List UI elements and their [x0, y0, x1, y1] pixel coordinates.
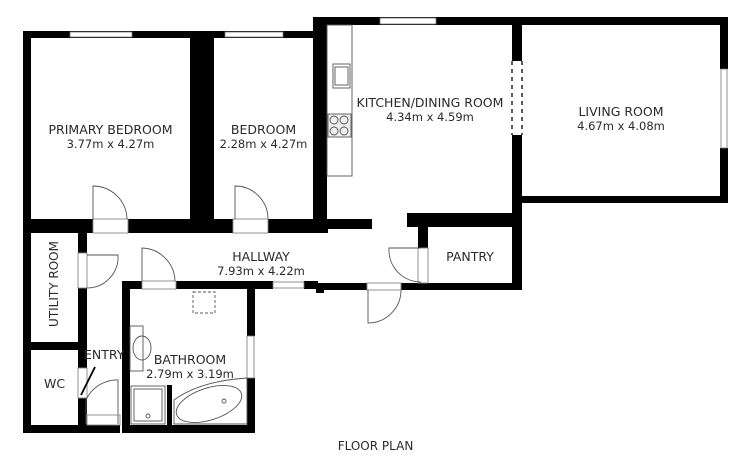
room-wc: WC	[31, 376, 78, 391]
windows	[69, 17, 728, 379]
room-name: LIVING ROOM	[578, 104, 664, 119]
walls	[23, 17, 728, 433]
room-living-room: LIVING ROOM 4.67m x 4.08m	[522, 104, 720, 134]
room-name: PANTRY	[446, 249, 494, 264]
room-dimensions: 4.67m x 4.08m	[577, 119, 665, 133]
room-dimensions: 4.34m x 4.59m	[386, 110, 474, 124]
room-dimensions: 3.77m x 4.27m	[66, 137, 155, 151]
room-dimensions: 7.93m x 4.22m	[217, 264, 305, 278]
room-name: BATHROOM	[153, 352, 227, 367]
room-name: WC	[43, 376, 66, 391]
room-name: BEDROOM	[230, 122, 297, 137]
room-bathroom: BATHROOM 2.79m x 3.19m	[140, 352, 240, 382]
room-dimensions: 2.79m x 3.19m	[146, 367, 234, 381]
room-bedroom: BEDROOM 2.28m x 4.27m	[214, 122, 313, 152]
plan-title: FLOOR PLAN	[337, 439, 414, 453]
room-pantry: PANTRY	[428, 249, 512, 264]
kitchen-fixtures	[326, 24, 353, 177]
room-name: PRIMARY BEDROOM	[48, 122, 173, 137]
room-entry: ENTRY	[84, 347, 124, 362]
room-kitchen-dining: KITCHEN/DINING ROOM 4.34m x 4.59m	[350, 95, 510, 125]
doors	[77, 185, 429, 426]
room-name: KITCHEN/DINING ROOM	[356, 95, 504, 110]
room-dimensions: 2.28m x 4.27m	[219, 137, 308, 151]
room-hallway: HALLWAY 7.93m x 4.22m	[196, 249, 326, 279]
room-name: ENTRY	[84, 347, 125, 362]
room-utility-room: UTILITY ROOM	[47, 241, 61, 327]
bathroom-fixtures	[129, 291, 248, 425]
room-primary-bedroom: PRIMARY BEDROOM 3.77m x 4.27m	[31, 122, 190, 152]
room-name: HALLWAY	[232, 249, 290, 264]
